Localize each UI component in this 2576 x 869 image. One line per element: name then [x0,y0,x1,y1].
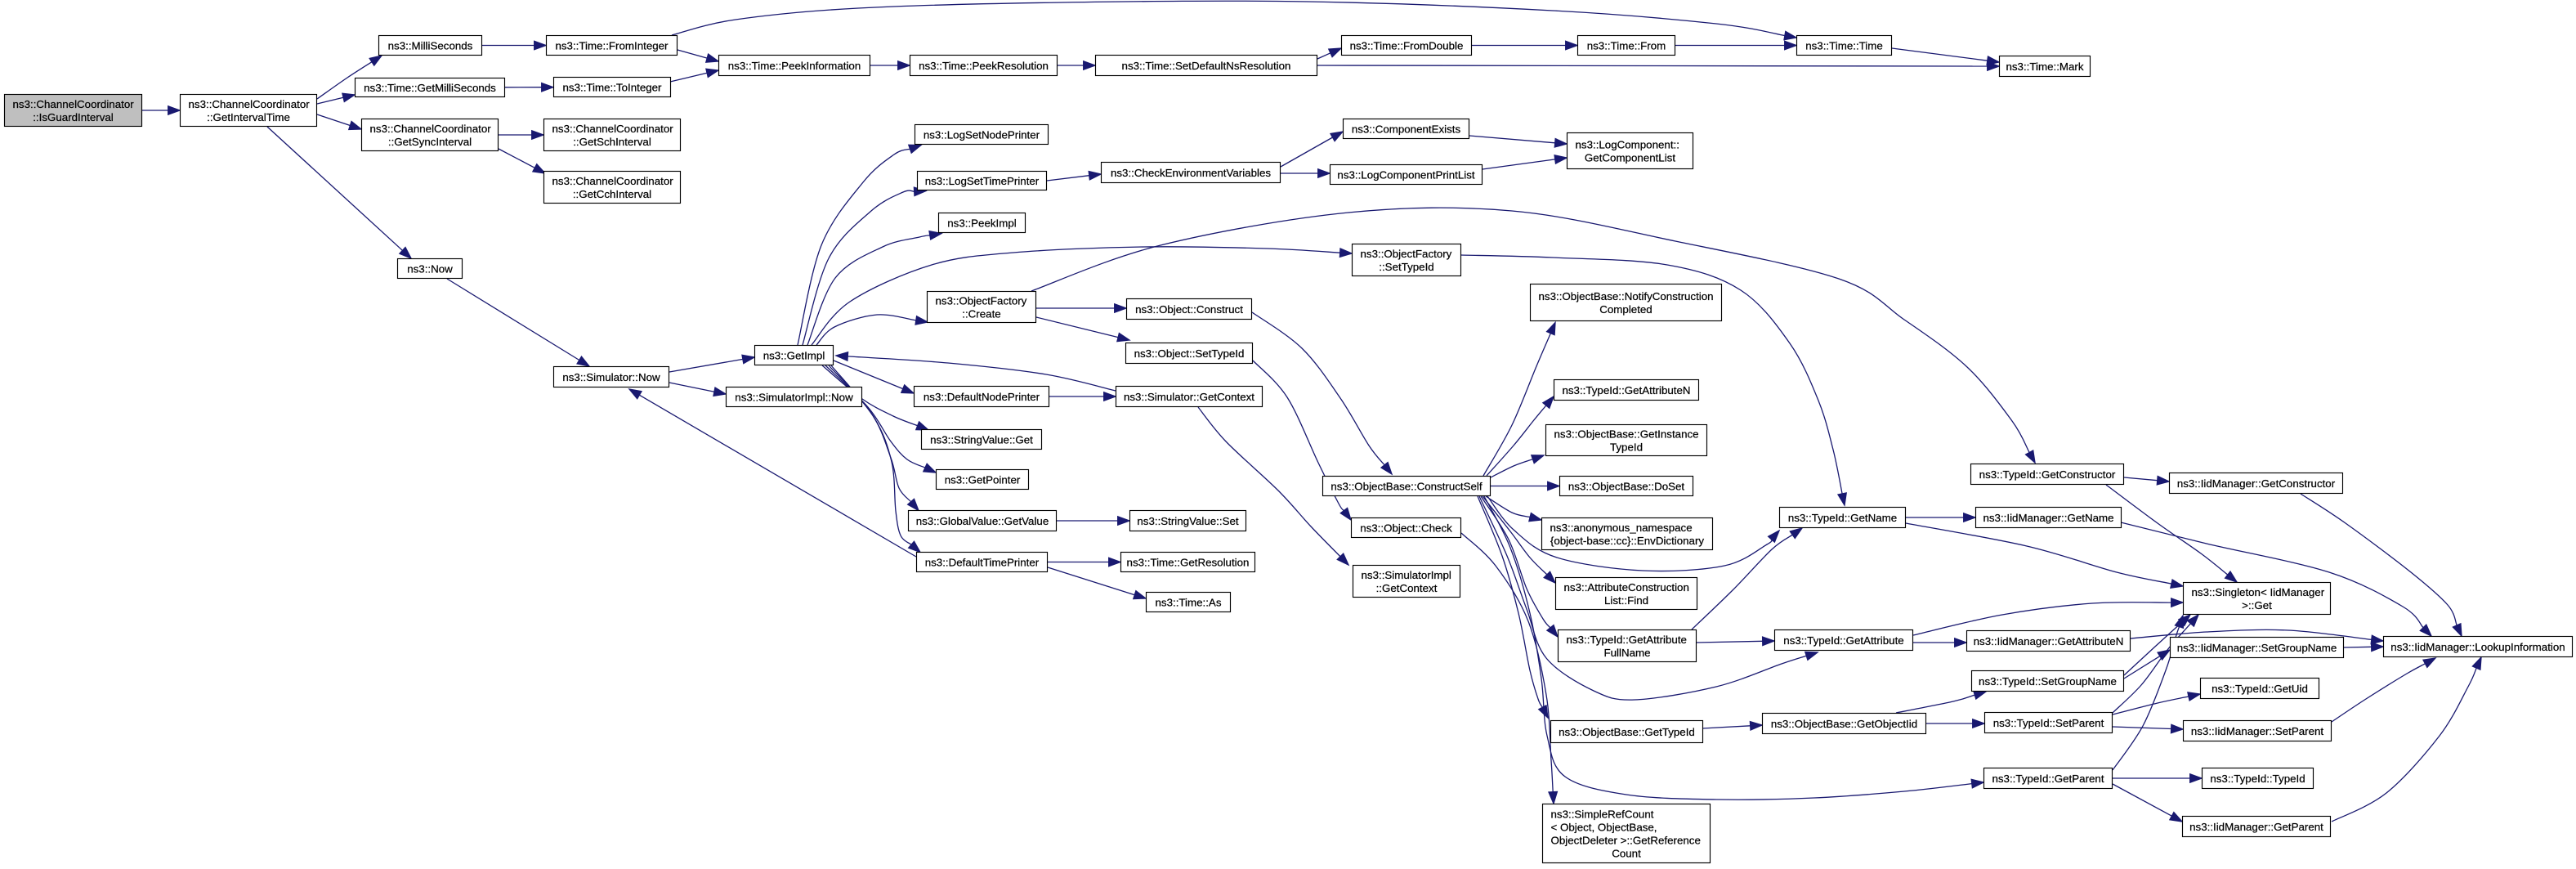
svg-text:ns3::anonymous_namespace: ns3::anonymous_namespace [1550,522,1693,534]
svg-text:ns3::Time::GetResolution: ns3::Time::GetResolution [1127,556,1250,568]
svg-text:Count: Count [1612,847,1641,859]
svg-text:FullName: FullName [1603,647,1650,659]
svg-text:ns3::PeekImpl: ns3::PeekImpl [947,217,1016,229]
svg-text:ns3::ComponentExists: ns3::ComponentExists [1352,123,1461,135]
svg-text:::GetSchInterval: ::GetSchInterval [573,136,651,148]
svg-text:::SetTypeId: ::SetTypeId [1379,261,1433,273]
svg-text:ns3::SimulatorImpl::Now: ns3::SimulatorImpl::Now [735,391,853,403]
svg-text:ns3::StringValue::Set: ns3::StringValue::Set [1137,515,1239,527]
svg-text:ns3::ObjectBase::NotifyConstru: ns3::ObjectBase::NotifyConstruction [1539,290,1714,302]
svg-text:ns3::TypeId::GetUid: ns3::TypeId::GetUid [2212,683,2308,695]
svg-text:::GetSyncInterval: ::GetSyncInterval [388,136,472,148]
svg-text:ns3::Time::Mark: ns3::Time::Mark [2006,60,2083,73]
svg-text:ns3::TypeId::GetParent: ns3::TypeId::GetParent [1992,773,2104,785]
svg-text:Completed: Completed [1599,303,1652,316]
svg-text:ns3::Singleton< IidManager: ns3::Singleton< IidManager [2192,586,2325,598]
svg-text:ns3::LogSetNodePrinter: ns3::LogSetNodePrinter [924,128,1040,141]
svg-text:ns3::LogSetTimePrinter: ns3::LogSetTimePrinter [925,175,1040,187]
svg-text:ns3::Time::FromDouble: ns3::Time::FromDouble [1350,39,1464,52]
svg-text:ns3::Time::Time: ns3::Time::Time [1805,39,1883,52]
svg-text:::Create: ::Create [962,307,1000,320]
svg-text:ns3::GetPointer: ns3::GetPointer [945,473,1021,486]
svg-text:::IsGuardInterval: ::IsGuardInterval [33,111,114,123]
svg-text:ns3::Object::SetTypeId: ns3::Object::SetTypeId [1134,347,1245,360]
svg-text:ns3::StringValue::Get: ns3::StringValue::Get [930,433,1033,446]
svg-text:ns3::TypeId::SetParent: ns3::TypeId::SetParent [1993,717,2104,729]
svg-text:::GetCchInterval: ::GetCchInterval [573,188,651,200]
svg-text:ns3::IidManager::GetName: ns3::IidManager::GetName [1983,512,2113,524]
svg-text:ns3::DefaultNodePrinter: ns3::DefaultNodePrinter [924,391,1040,403]
svg-text:ns3::Time::ToInteger: ns3::Time::ToInteger [563,81,663,93]
svg-text:ns3::ObjectBase::DoSet: ns3::ObjectBase::DoSet [1568,480,1685,492]
svg-text:ns3::TypeId::GetAttribute: ns3::TypeId::GetAttribute [1567,634,1687,646]
svg-text:ns3::ObjectFactory: ns3::ObjectFactory [1361,248,1452,260]
svg-text:ns3::ObjectFactory: ns3::ObjectFactory [936,294,1027,307]
svg-text:ns3::ChannelCoordinator: ns3::ChannelCoordinator [552,123,674,135]
svg-text:ns3::Time::FromInteger: ns3::Time::FromInteger [555,39,669,52]
svg-text:ns3::Object::Check: ns3::Object::Check [1360,522,1452,534]
svg-text:ns3::IidManager::GetAttributeN: ns3::IidManager::GetAttributeN [1974,635,2124,647]
svg-text:ns3::Time::PeekInformation: ns3::Time::PeekInformation [728,60,861,72]
svg-text:ns3::Simulator::Now: ns3::Simulator::Now [562,371,660,383]
svg-text:ns3::CheckEnvironmentVariables: ns3::CheckEnvironmentVariables [1111,167,1271,179]
svg-text:ns3::TypeId::GetName: ns3::TypeId::GetName [1788,512,1897,524]
svg-text:List::Find: List::Find [1604,594,1648,607]
svg-text:ns3::TypeId::SetGroupName: ns3::TypeId::SetGroupName [1979,675,2117,688]
svg-text:ns3::TypeId::GetConstructor: ns3::TypeId::GetConstructor [1979,468,2116,481]
svg-text:{object-base::cc}::EnvDictiona: {object-base::cc}::EnvDictionary [1550,535,1705,547]
svg-text:ns3::ObjectBase::GetInstance: ns3::ObjectBase::GetInstance [1554,428,1699,440]
svg-text:ns3::TypeId::TypeId: ns3::TypeId::TypeId [2210,773,2305,785]
svg-text:ns3::MilliSeconds: ns3::MilliSeconds [388,39,473,52]
svg-text:ns3::Object::Construct: ns3::Object::Construct [1135,303,1243,316]
svg-text:ns3::LogComponentPrintList: ns3::LogComponentPrintList [1337,168,1474,181]
svg-text:ns3::ObjectBase::GetObjectIid: ns3::ObjectBase::GetObjectIid [1771,718,1917,730]
svg-text:>::Get: >::Get [2242,599,2272,611]
svg-text:ns3::ObjectBase::GetTypeId: ns3::ObjectBase::GetTypeId [1559,726,1695,738]
svg-text:ns3::Time::As: ns3::Time::As [1156,596,1222,608]
svg-text:ns3::SimpleRefCount: ns3::SimpleRefCount [1551,808,1654,820]
svg-text:ns3::Time::PeekResolution: ns3::Time::PeekResolution [919,60,1049,72]
svg-text:ns3::IidManager::GetParent: ns3::IidManager::GetParent [2189,821,2323,833]
svg-text:ns3::ChannelCoordinator: ns3::ChannelCoordinator [370,123,492,135]
svg-text:ObjectDeleter >::GetReference: ObjectDeleter >::GetReference [1551,834,1701,846]
svg-text:ns3::LogComponent::: ns3::LogComponent:: [1576,138,1679,150]
svg-text:ns3::DefaultTimePrinter: ns3::DefaultTimePrinter [925,556,1040,568]
svg-text:ns3::ChannelCoordinator: ns3::ChannelCoordinator [13,98,135,110]
svg-text:ns3::TypeId::GetAttributeN: ns3::TypeId::GetAttributeN [1562,384,1690,396]
svg-text:::GetIntervalTime: ::GetIntervalTime [207,111,290,123]
svg-text:ns3::Time::GetMilliSeconds: ns3::Time::GetMilliSeconds [364,82,496,94]
svg-text:ns3::ObjectBase::ConstructSelf: ns3::ObjectBase::ConstructSelf [1330,480,1482,492]
svg-text:ns3::IidManager::SetParent: ns3::IidManager::SetParent [2191,725,2324,737]
svg-text:ns3::ChannelCoordinator: ns3::ChannelCoordinator [189,98,311,110]
svg-text:ns3::IidManager::GetConstructo: ns3::IidManager::GetConstructor [2177,477,2336,490]
svg-text:ns3::IidManager::LookupInforma: ns3::IidManager::LookupInformation [2390,641,2565,653]
svg-text:ns3::SimulatorImpl: ns3::SimulatorImpl [1362,569,1451,581]
svg-text:ns3::IidManager::SetGroupName: ns3::IidManager::SetGroupName [2177,642,2337,654]
svg-text:ns3::Now: ns3::Now [407,262,453,275]
svg-text:TypeId: TypeId [1610,441,1643,453]
svg-text:::GetContext: ::GetContext [1376,582,1438,594]
svg-text:ns3::Time::SetDefaultNsResolut: ns3::Time::SetDefaultNsResolution [1122,60,1291,72]
svg-text:< Object, ObjectBase,: < Object, ObjectBase, [1551,821,1657,833]
svg-text:GetComponentList: GetComponentList [1585,151,1675,163]
svg-text:ns3::GetImpl: ns3::GetImpl [763,349,825,361]
svg-text:ns3::ChannelCoordinator: ns3::ChannelCoordinator [552,175,674,187]
svg-text:ns3::GlobalValue::GetValue: ns3::GlobalValue::GetValue [916,515,1049,527]
svg-text:ns3::Simulator::GetContext: ns3::Simulator::GetContext [1124,391,1254,403]
svg-text:ns3::AttributeConstruction: ns3::AttributeConstruction [1564,581,1689,594]
svg-text:ns3::TypeId::GetAttribute: ns3::TypeId::GetAttribute [1783,634,1903,647]
svg-text:ns3::Time::From: ns3::Time::From [1587,39,1666,52]
